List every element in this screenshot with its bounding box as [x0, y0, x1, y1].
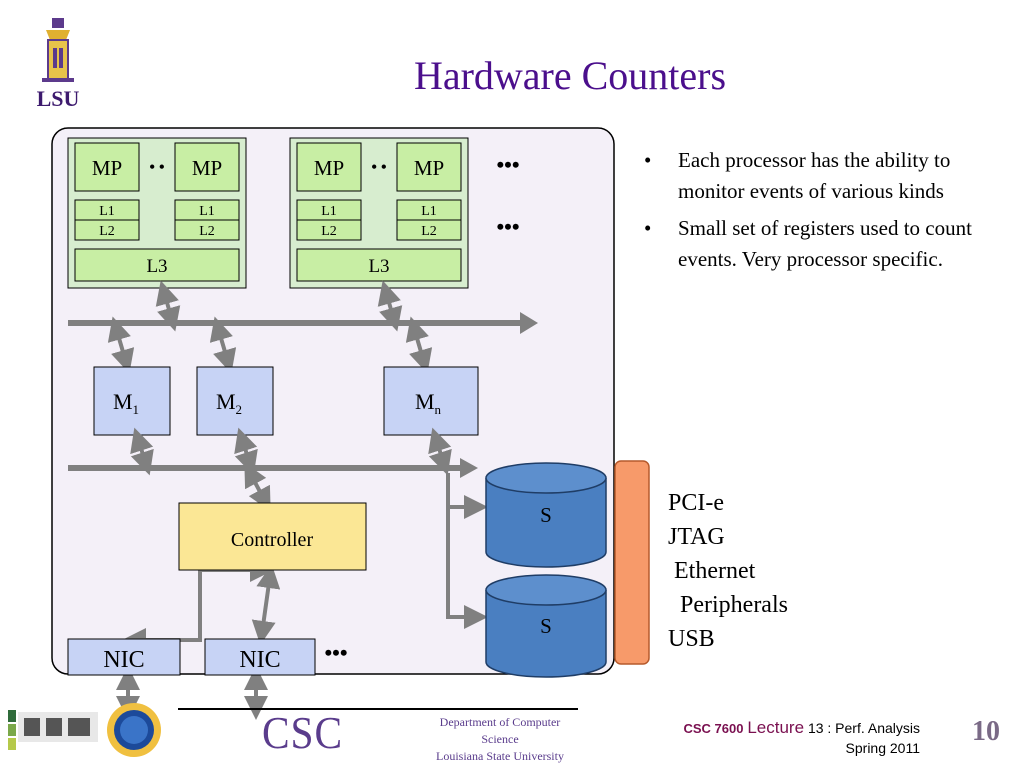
io-label: PCI-e — [668, 490, 724, 516]
cache-label: L3 — [146, 256, 167, 277]
bus-arrowhead — [520, 312, 538, 334]
csc-logo-text: CSC — [262, 707, 343, 758]
course-line: CSC 7600 Lecture 13 : Perf. Analysis — [600, 718, 920, 738]
bullet-item: •Each processor has the ability to monit… — [644, 148, 951, 203]
ellipsis-dots: • • — [371, 159, 386, 176]
cache-l2 — [396, 219, 462, 241]
cache-label: L2 — [99, 224, 115, 239]
svg-text:S: S — [540, 614, 552, 638]
memory-m2: M2 — [196, 366, 274, 436]
slide-title: Hardware Counters — [413, 53, 727, 98]
nsf-logo — [107, 703, 161, 757]
svg-text:M1: M1 — [113, 389, 139, 417]
cache-l2 — [174, 219, 240, 241]
controller-block: Controller — [178, 502, 367, 571]
cache-label: L1 — [199, 204, 215, 219]
mp-block — [396, 142, 462, 192]
svg-text:NIC: NIC — [239, 647, 280, 673]
cache-label: L2 — [421, 224, 437, 239]
storage-a: S — [485, 462, 607, 568]
nic-a: NIC — [67, 638, 181, 676]
svg-text:S: S — [540, 503, 552, 527]
mp-label: MP — [92, 156, 122, 180]
cct-logo — [8, 710, 98, 750]
bus-connectors — [107, 280, 433, 374]
ellipsis-more-chips: ••• — [496, 214, 519, 239]
bullet-list: •Each processor has the ability to monit… — [640, 145, 1000, 281]
mp-label: MP — [192, 156, 222, 180]
mp-block — [296, 142, 362, 192]
io-interface-list: PCI-e JTAG Ethernet Peripherals USB — [668, 486, 788, 656]
cache-label: L1 — [99, 204, 115, 219]
mp-block — [174, 142, 240, 192]
io-label: Ethernet — [668, 558, 756, 584]
footer-band — [178, 708, 578, 764]
io-label: JTAG — [668, 524, 725, 550]
ellipsis-more-nics: ••• — [324, 640, 347, 665]
department-text: Department of Computer Science Louisiana… — [436, 715, 564, 763]
lecture-topic: 13 : Perf. Analysis — [807, 720, 920, 736]
io-label: Peripherals — [668, 592, 788, 618]
svg-text:LSU: LSU — [37, 86, 80, 110]
chip-left: MP MP • • L1 L2 L1 L2 L3 — [67, 137, 247, 289]
mp-label: MP — [314, 156, 344, 180]
ellipsis-dots: • • — [149, 159, 164, 176]
cache-label: L2 — [321, 224, 337, 239]
lsu-logo: LSU — [37, 18, 80, 110]
cache-l2 — [296, 219, 362, 241]
lecture-word: Lecture — [747, 718, 805, 737]
cache-label: L1 — [421, 204, 437, 219]
semester: Spring 2011 — [845, 740, 920, 756]
cache-l3 — [74, 248, 240, 282]
svg-text:NIC: NIC — [103, 647, 144, 673]
cache-label: L3 — [368, 256, 389, 277]
svg-text:Mn: Mn — [415, 389, 442, 417]
svg-text:M2: M2 — [216, 389, 242, 417]
io-label: USB — [668, 626, 715, 652]
bullet-item: •Small set of registers used to count ev… — [644, 216, 972, 271]
controller-label: Controller — [231, 529, 314, 551]
course-code: CSC 7600 — [683, 721, 744, 736]
mp-block — [74, 142, 140, 192]
cache-l2 — [74, 219, 140, 241]
storage-b: S — [485, 574, 607, 678]
bus-arrowhead — [460, 458, 478, 478]
chip-right: MP MP • • L1 L2 L1 L2 L3 — [289, 137, 469, 289]
cache-l3 — [296, 248, 462, 282]
cache-label: L1 — [321, 204, 337, 219]
cache-label: L2 — [199, 224, 215, 239]
mp-label: MP — [414, 156, 444, 180]
io-bar — [614, 460, 650, 665]
page-number: 10 — [972, 716, 1000, 747]
memory-m1: M1 — [93, 366, 171, 436]
nic-b: NIC — [204, 638, 316, 676]
ellipsis-more-chips: ••• — [496, 152, 519, 177]
memory-mn: Mn — [383, 366, 479, 436]
